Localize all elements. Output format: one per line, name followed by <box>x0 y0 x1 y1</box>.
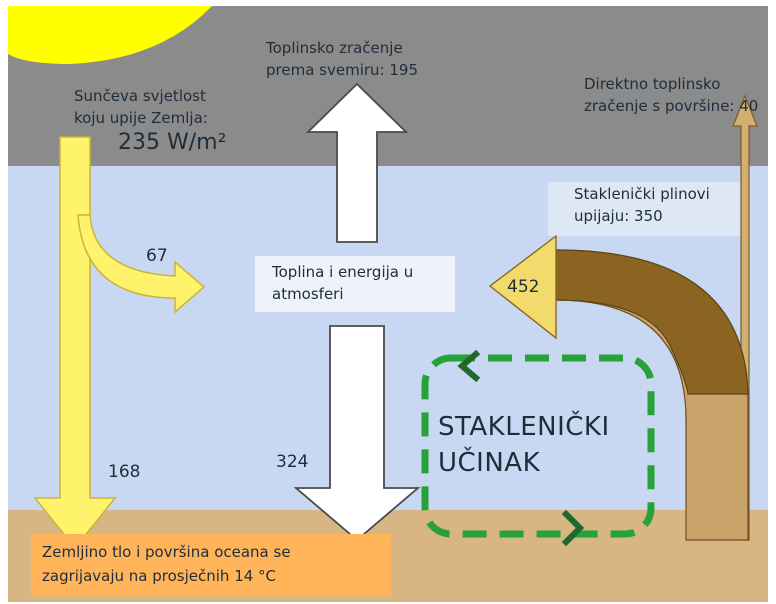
space-radiation-arrow <box>305 82 409 243</box>
loop-arrow-right-icon <box>561 509 585 547</box>
greenhouse-loop <box>421 354 655 538</box>
solar-down-arrow <box>33 136 117 550</box>
direct-label-line1: Direktno toplinsko <box>584 75 721 93</box>
greenhouse-effect-line1: STAKLENIČKI <box>438 412 610 442</box>
direct-label-line2: zračenje s površine: 40 <box>584 97 759 115</box>
solar-label-line2: koju upije Zemlja: <box>74 109 208 127</box>
atmosphere-label-line1: Toplina i energija u <box>272 263 414 281</box>
ghg-label-box <box>548 182 748 236</box>
surface-label-line2: zagrijavaju na prosječnih 14 °C <box>42 567 277 585</box>
ghg-label-line1: Staklenički plinovi <box>574 185 710 203</box>
surface-label-line1: Zemljino tlo i površina oceana se <box>42 543 291 561</box>
flow-to-atmosphere: 67 <box>146 246 168 266</box>
atmosphere-label-box <box>255 256 455 312</box>
ghg-dark-band <box>555 249 749 395</box>
solar-label-line1: Sunčeva svjetlost <box>74 87 206 105</box>
space-label-line1: Toplinsko zračenje <box>266 39 403 57</box>
surface-label-box <box>31 534 391 596</box>
loop-arrow-left-icon <box>457 349 481 383</box>
solar-to-atmosphere-arrow <box>77 214 206 314</box>
back-radiation-arrow <box>293 325 421 542</box>
atmosphere-label-line2: atmosferi <box>272 285 344 303</box>
greenhouse-effect-line2: UČINAK <box>438 448 541 478</box>
ghg-emission-arrow-head <box>488 234 557 340</box>
space-label-line2: prema svemiru: 195 <box>266 61 418 79</box>
solar-value: 235 W/m² <box>118 130 227 155</box>
flow-ghg-emission: 452 <box>507 277 540 297</box>
ghg-label-line2: upijaju: 350 <box>574 207 663 225</box>
flow-to-surface: 168 <box>108 462 141 482</box>
direct-radiation-arrow <box>732 94 758 541</box>
sun-icon <box>8 6 212 64</box>
flow-back-radiation: 324 <box>276 452 309 472</box>
